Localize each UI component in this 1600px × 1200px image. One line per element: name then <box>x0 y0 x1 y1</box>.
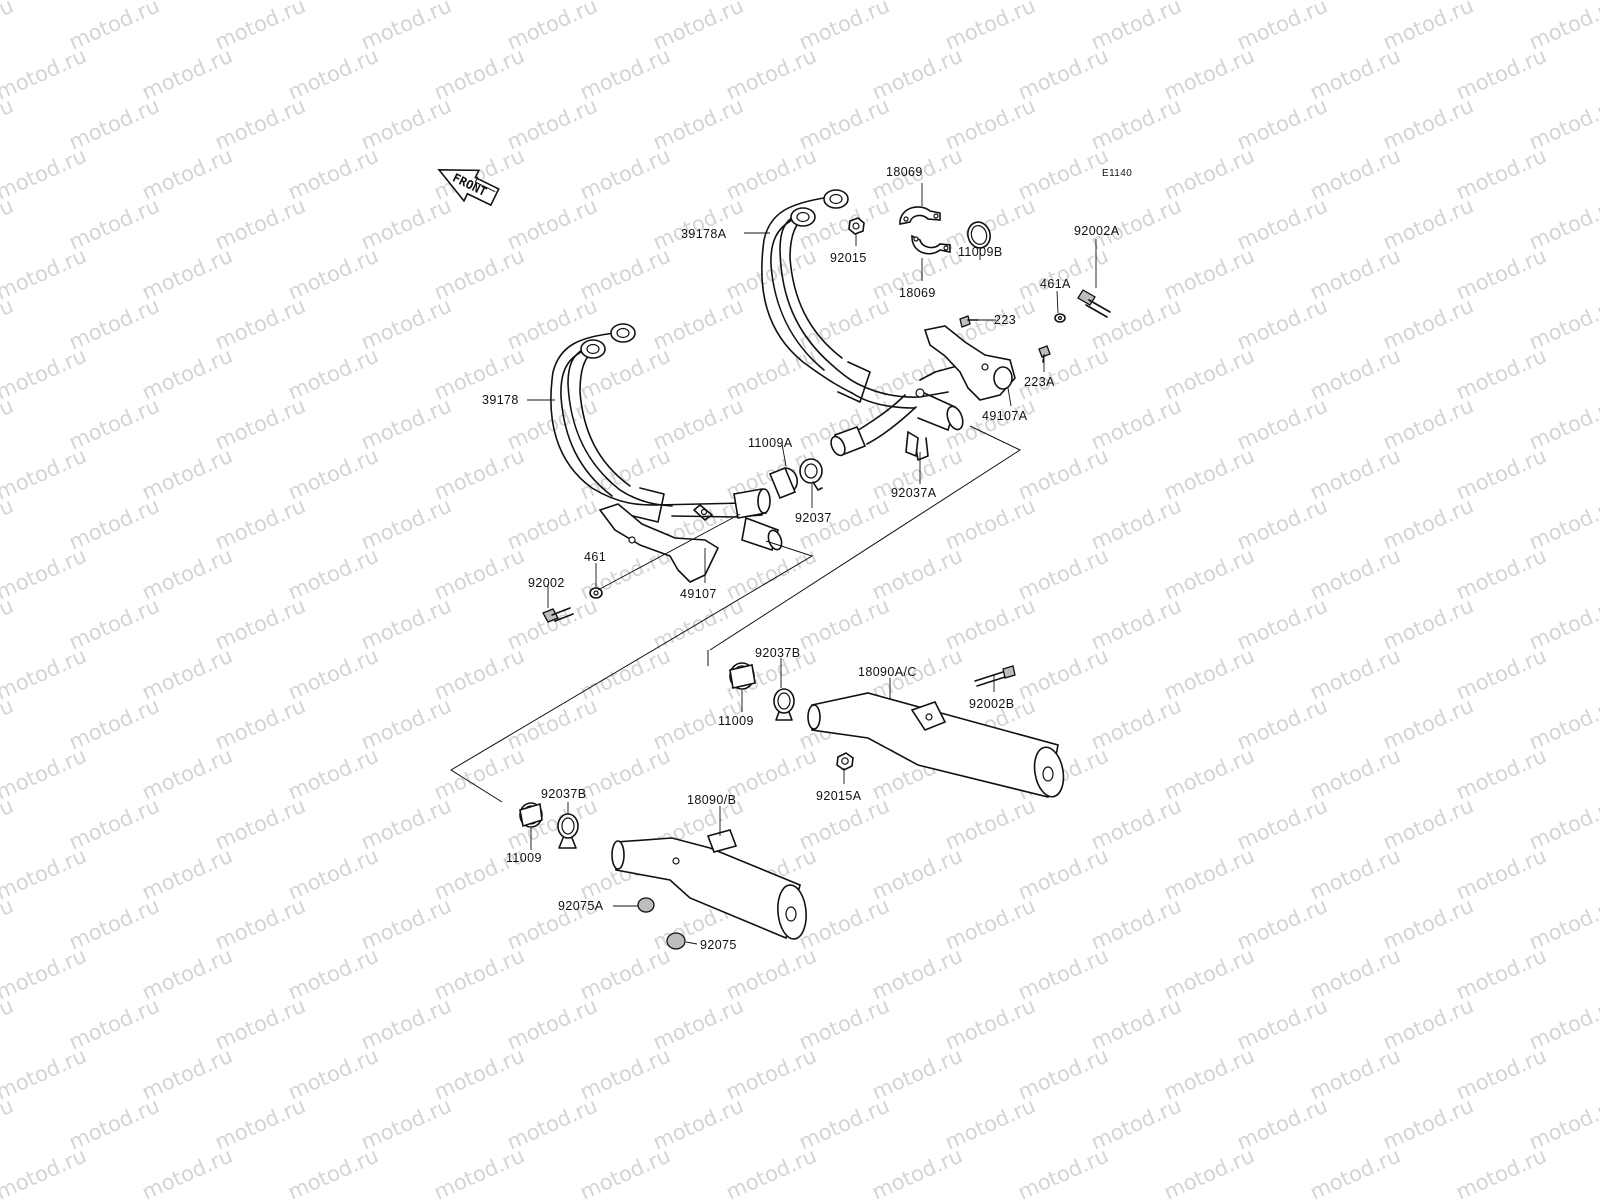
gasket-11009-upper-icon <box>729 662 756 690</box>
label-11009a: 11009A <box>748 436 793 450</box>
watermark-text: motod.ru <box>0 0 90 5</box>
label-92015a: 92015A <box>816 789 862 803</box>
label-39178: 39178 <box>482 393 519 407</box>
watermark-text: motod.ru <box>0 643 90 704</box>
label-92037: 92037 <box>795 511 832 525</box>
bolt-92002-icon <box>542 607 574 623</box>
part-labels: 18069 18069 92015 39178A 11009B 92002A 4… <box>482 165 1120 952</box>
watermark-text: motod.ru <box>0 793 17 854</box>
heat-shield-49107 <box>598 503 720 583</box>
watermark-text: motod.ru <box>0 293 17 354</box>
bolt-223a-icon <box>1038 345 1051 363</box>
damper-92075a-icon <box>637 897 655 913</box>
label-223: 223 <box>994 313 1016 327</box>
label-461: 461 <box>584 550 606 564</box>
muffler-18090ac <box>807 692 1065 798</box>
watermark-text: motod.ru <box>0 543 90 604</box>
watermark-text: motod.ru <box>0 1043 90 1104</box>
front-arrow-icon: FRONT <box>437 169 500 207</box>
watermark-text: motod.ru <box>868 1143 966 1200</box>
watermark-text: motod.ru <box>0 243 90 304</box>
label-92075: 92075 <box>700 938 737 952</box>
watermark-text: motod.ru <box>0 993 17 1054</box>
label-92037b-upper: 92037B <box>755 646 801 660</box>
watermark-text: motod.ru <box>0 93 17 154</box>
gasket-11009a-icon <box>768 466 799 500</box>
heat-shield-49107a <box>923 325 1016 401</box>
label-18090ac: 18090A/C <box>858 665 917 679</box>
label-92002b: 92002B <box>969 697 1015 711</box>
watermark-text: motod.ru <box>284 1143 382 1200</box>
watermark-text: motod.ru <box>430 1143 528 1200</box>
nut-92015a-icon <box>836 752 854 771</box>
diagram-code: E1140 <box>1102 168 1132 179</box>
damper-92075-icon <box>666 932 686 950</box>
label-223a: 223A <box>1024 375 1055 389</box>
watermark-text: motod.ru <box>0 393 17 454</box>
watermark-text: motod.ru <box>0 1143 90 1200</box>
watermark-text: motod.ru <box>0 893 17 954</box>
label-39178a: 39178A <box>681 227 727 241</box>
watermark-text: motod.ru <box>0 1093 17 1154</box>
watermark-text: motod.ru <box>1160 1143 1258 1200</box>
label-18090b: 18090/B <box>687 793 736 807</box>
washer-461-icon <box>589 587 603 599</box>
watermark-text: motod.ru <box>0 193 17 254</box>
gasket-11009-lower-icon <box>519 802 543 828</box>
label-92075a: 92075A <box>558 899 604 913</box>
clamp-18069-lower-icon <box>911 234 951 255</box>
watermark-text: motod.ru <box>0 493 17 554</box>
bolt-223-icon <box>959 315 979 328</box>
watermark-text: motod.ru <box>0 593 17 654</box>
watermark-text: motod.ru <box>0 443 90 504</box>
watermark-text: motod.ru <box>0 43 90 104</box>
label-92002a: 92002A <box>1074 224 1120 238</box>
clamp-92037b-upper-icon <box>773 688 795 721</box>
watermark-text: motod.ru <box>1306 1143 1404 1200</box>
watermark-text: motod.ru <box>0 743 90 804</box>
bolt-92002b-icon <box>974 665 1016 687</box>
watermark-text: motod.ru <box>722 1143 820 1200</box>
watermark-text: motod.ru <box>1014 1143 1112 1200</box>
label-49107: 49107 <box>680 587 717 601</box>
label-92015: 92015 <box>830 251 867 265</box>
watermark-text: motod.ru <box>0 843 90 904</box>
clamp-18069-upper-icon <box>899 206 941 225</box>
watermark-text: motod.ru <box>0 693 17 754</box>
watermark-text: motod.ru <box>0 143 90 204</box>
watermark-text: motod.ru <box>138 1143 236 1200</box>
clamp-92037b-lower-icon <box>557 813 579 849</box>
clamp-92037a-icon <box>905 430 919 458</box>
exhaust-pipe-39178a <box>761 189 996 461</box>
label-11009-lower: 11009 <box>506 851 542 865</box>
label-11009b: 11009B <box>958 245 1003 259</box>
watermark-text: motod.ru <box>0 943 90 1004</box>
watermark-text: motod.ru <box>1452 1143 1550 1200</box>
label-461a: 461A <box>1040 277 1071 291</box>
label-18069-lower: 18069 <box>899 286 936 300</box>
label-92037a: 92037A <box>891 486 937 500</box>
watermark-text: motod.ru <box>0 343 90 404</box>
gasket-11009b-icon <box>967 221 991 249</box>
bolt-92002a-icon <box>1077 289 1111 318</box>
label-92037b-lower: 92037B <box>541 787 587 801</box>
watermark-text: motod.ru <box>0 0 17 55</box>
leader-lines <box>527 183 1097 945</box>
label-18069-upper: 18069 <box>886 165 923 179</box>
label-49107a: 49107A <box>982 409 1028 423</box>
assembly-frame-lines <box>450 425 1022 803</box>
watermark-text: motod.ru <box>576 1143 674 1200</box>
nut-92015-icon <box>848 217 865 235</box>
label-11009-upper: 11009 <box>718 714 754 728</box>
exhaust-pipe-39178 <box>550 323 783 552</box>
clamp-92037-icon <box>799 458 823 491</box>
label-92002: 92002 <box>528 576 565 590</box>
washer-461a-icon <box>1054 313 1066 323</box>
muffler-18090b <box>611 829 807 940</box>
